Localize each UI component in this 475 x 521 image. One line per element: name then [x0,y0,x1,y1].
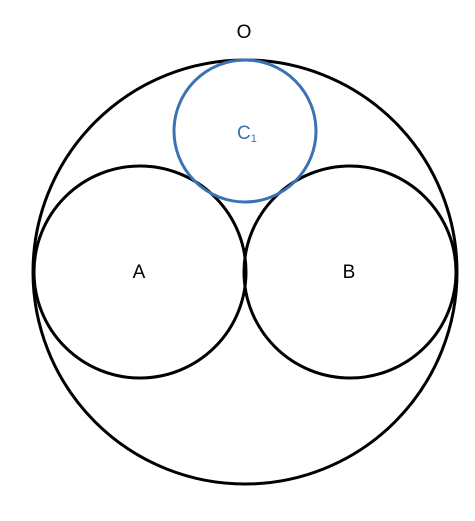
circle-b [242,164,458,380]
label-a: A [133,262,146,283]
circle-c1 [172,58,318,204]
label-o: O [237,22,252,43]
label-c1: C1 [237,123,257,145]
circle-a [32,164,248,380]
label-b: B [343,262,356,283]
label-c1-base: C [237,123,251,144]
label-c1-subscript: 1 [251,133,257,145]
